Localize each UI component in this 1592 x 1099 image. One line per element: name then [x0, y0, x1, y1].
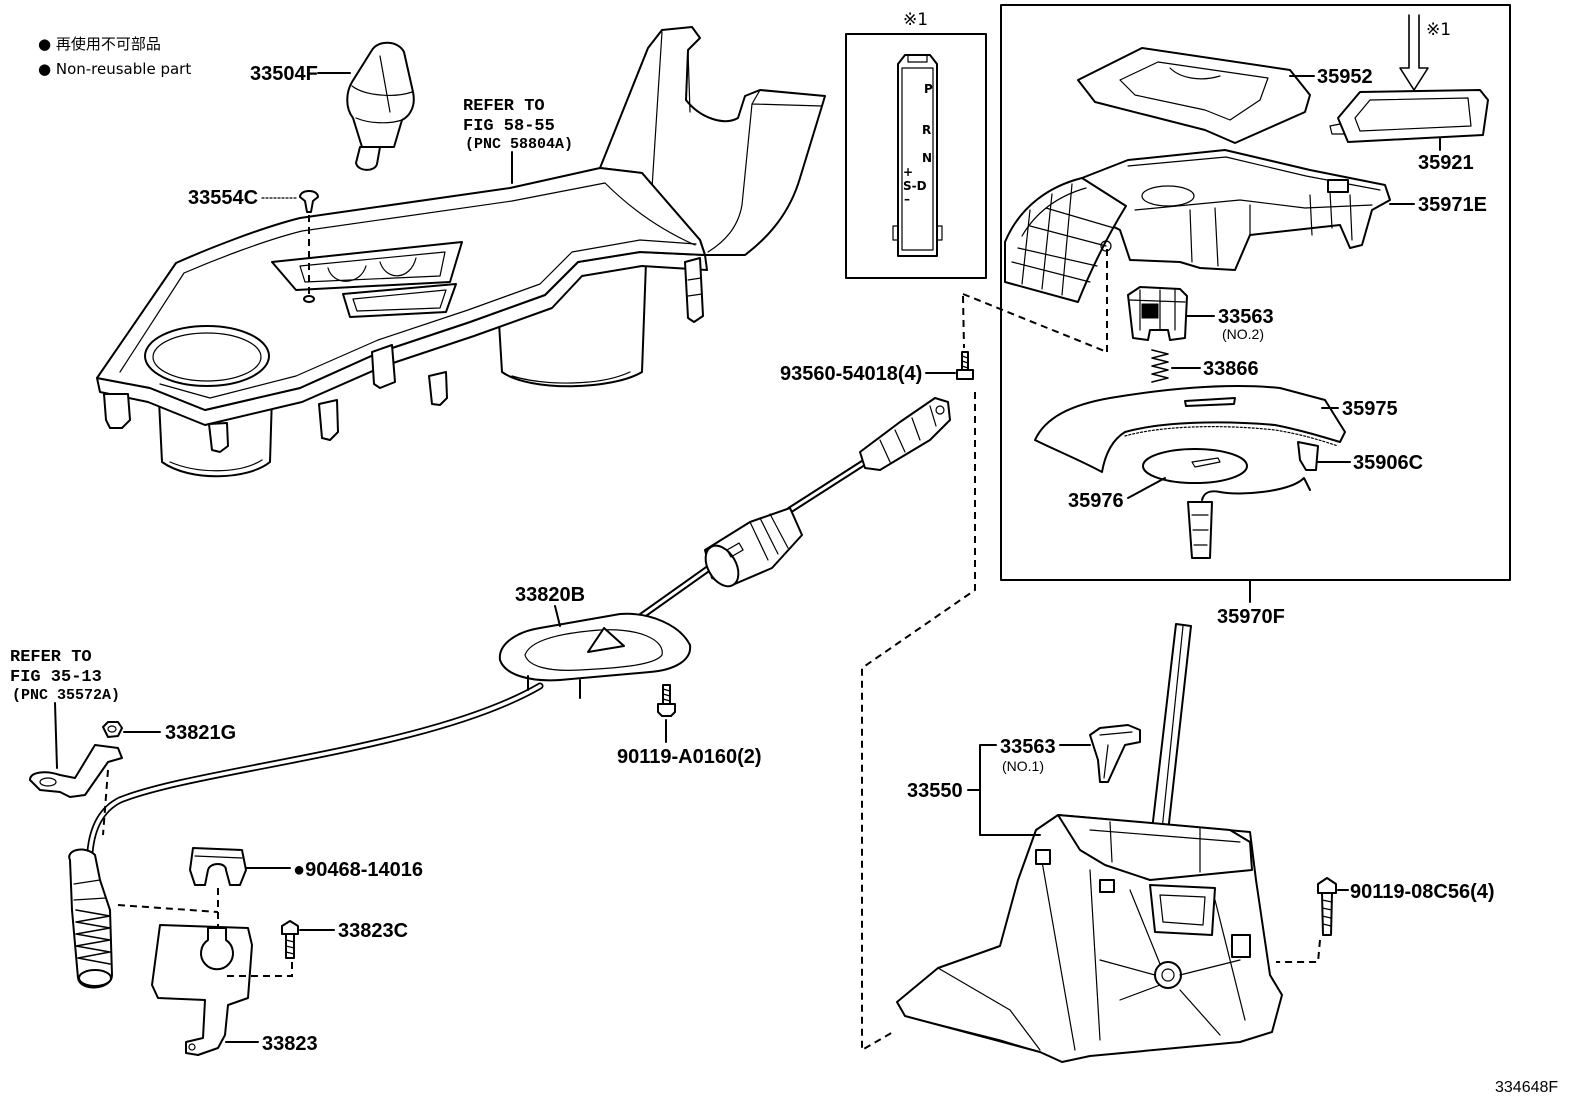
- label-pnc-58804a: (PNC 58804A): [465, 136, 573, 153]
- label-no1-note: (NO.1): [1002, 758, 1044, 774]
- window-35921-part: [1329, 89, 1489, 143]
- cable-bracket-part: [29, 744, 123, 798]
- indicator-n: N: [922, 151, 932, 165]
- cable-end-part: [68, 848, 113, 989]
- note-mark-box: ※1: [903, 10, 928, 30]
- shift-cable-33820b-part: [86, 397, 951, 856]
- label-35906c: 35906C: [1353, 452, 1423, 474]
- indicator-p: P: [924, 82, 933, 96]
- plate-35976-part: [1142, 448, 1311, 559]
- clip-90468-14016-part: [189, 847, 247, 886]
- screw-90119-a0160-part: [657, 684, 676, 717]
- clip-33554c-part: [299, 190, 319, 294]
- label-35970f: 35970F: [1217, 606, 1285, 628]
- spring-33866-part: [1151, 349, 1169, 383]
- slider-33563-no1-part: [1089, 724, 1141, 783]
- label-33820b: 33820B: [515, 584, 585, 606]
- label-refer-to-console: REFER TO: [463, 97, 545, 116]
- slider-33563-no2-part: [1127, 286, 1188, 341]
- cover-35975-part: [1034, 385, 1346, 473]
- label-90119-a0160: 90119-A0160(2): [617, 746, 762, 768]
- label-fig-58-55: FIG 58-55: [463, 117, 555, 136]
- bolt-33823c-part: [281, 920, 299, 959]
- part-labels: 33504F REFER TO FIG 58-55 (PNC 58804A) 3…: [10, 63, 1558, 1096]
- indicator-assembly-box: [962, 4, 1511, 581]
- nut-33821g-part: [102, 721, 123, 738]
- figure-code: 334648F: [1495, 1079, 1558, 1096]
- label-33823: 33823: [262, 1033, 318, 1055]
- label-fig-35-13: FIG 35-13: [10, 668, 102, 687]
- label-pnc-35572a: (PNC 35572A): [12, 687, 120, 704]
- label-35975: 35975: [1342, 398, 1398, 420]
- label-33504f: 33504F: [250, 63, 318, 85]
- shift-knob-part: [346, 41, 415, 171]
- legend: ● 再使用不可部品 ● Non-reusable part: [38, 35, 191, 78]
- label-35952: 35952: [1317, 66, 1373, 88]
- indicator-plus: +: [903, 165, 913, 179]
- label-33550: 33550: [907, 780, 963, 802]
- label-93560-54018: 93560-54018(4): [780, 363, 922, 385]
- indicator-sd: S-D: [903, 179, 927, 193]
- frame-35952-part: [1077, 47, 1311, 144]
- console-panel-part: [96, 26, 826, 478]
- label-90468-14016: ●90468-14016: [293, 859, 423, 881]
- screw-93560-part: [861, 295, 976, 1052]
- note-mark-arrow: ※1: [1426, 20, 1451, 40]
- leader-lines: [54, 72, 1441, 1043]
- label-no2-note: (NO.2): [1222, 326, 1264, 342]
- label-90119-08c56: 90119-08C56(4): [1350, 881, 1495, 903]
- label-33563-no2: 33563: [1218, 306, 1274, 328]
- shift-lever-base-33550-part: [896, 623, 1283, 1063]
- label-33866: 33866: [1203, 358, 1259, 380]
- indicator-minus: –: [904, 192, 910, 206]
- housing-35971e-part: [1004, 149, 1391, 303]
- bracket-35906c-part: [1297, 441, 1319, 471]
- label-35976: 35976: [1068, 490, 1124, 512]
- label-33563-no1: 33563: [1000, 736, 1056, 758]
- bolt-90119-08c56-part: [1317, 877, 1337, 936]
- label-refer-to-cable: REFER TO: [10, 648, 92, 667]
- label-33554c: 33554C: [188, 187, 258, 209]
- arrow-down-icon: [1399, 14, 1429, 91]
- legend-non-reusable-jp: ● 再使用不可部品: [38, 35, 161, 53]
- legend-non-reusable-en: ● Non-reusable part: [38, 60, 191, 78]
- indicator-r: R: [922, 123, 931, 137]
- bracket-33823-part: [151, 924, 253, 1056]
- label-35921: 35921: [1418, 152, 1474, 174]
- indicator-detail-box: P R N + S-D –: [845, 33, 987, 279]
- label-33823c: 33823C: [338, 920, 408, 942]
- label-35971e: 35971E: [1418, 194, 1487, 216]
- label-33821g: 33821G: [165, 722, 236, 744]
